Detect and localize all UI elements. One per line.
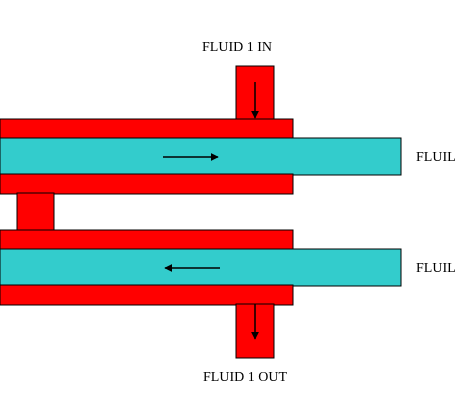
upper-shell-top — [0, 118, 294, 140]
lower-shell-top — [0, 229, 294, 251]
fluid1-out-label: FLUID 1 OUT — [203, 370, 287, 385]
lower-shell-bottom — [0, 284, 294, 306]
fluid1-in-label: FLUID 1 IN — [202, 40, 272, 55]
upper-shell-bottom — [0, 173, 294, 195]
shell-connector — [16, 192, 55, 232]
fluid2-upper-label: FLUIL — [416, 150, 456, 165]
fluid2-lower-label: FLUIL — [416, 261, 456, 276]
